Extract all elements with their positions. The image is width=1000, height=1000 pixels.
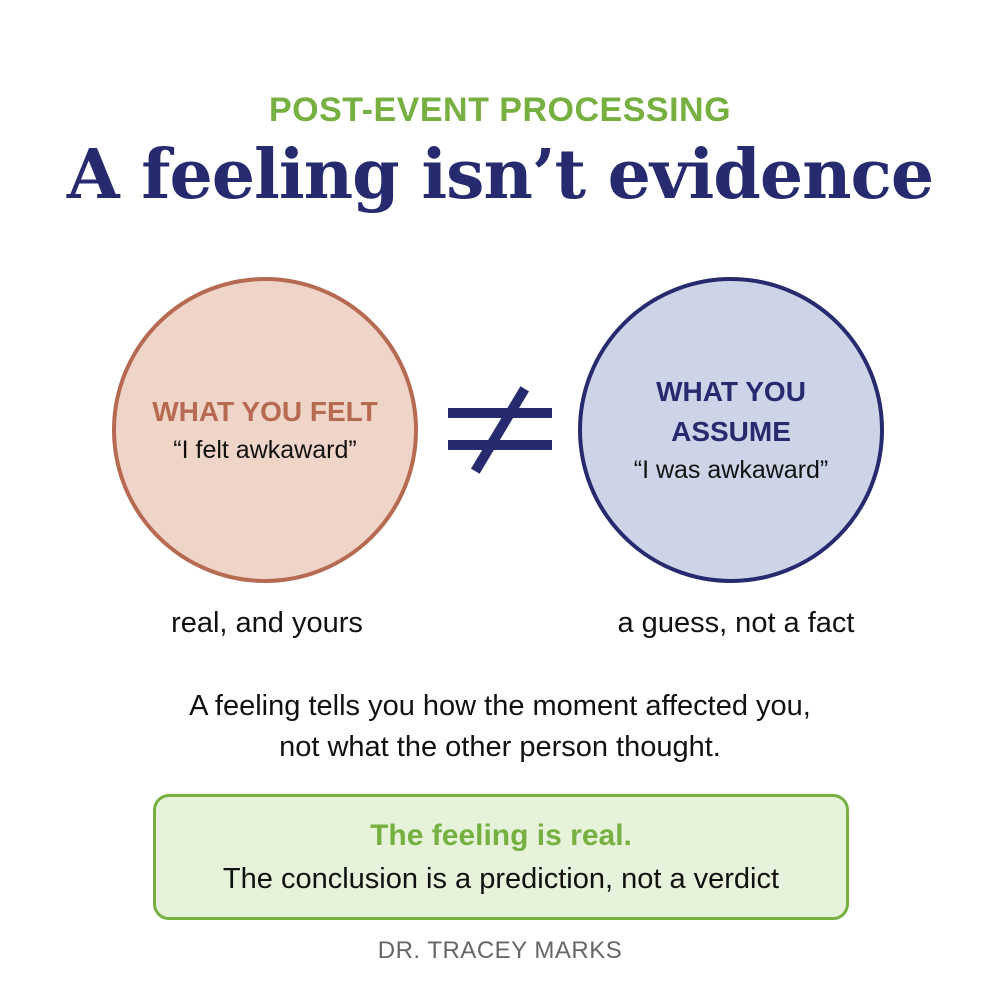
explanation-line-2: not what the other person thought. bbox=[279, 731, 721, 763]
what-you-assume-quote: “I was awkaward” bbox=[633, 456, 829, 484]
author-credit: DR. TRACEY MARKS bbox=[377, 937, 623, 964]
not-equal-bottom-bar bbox=[448, 440, 552, 450]
what-you-felt-circle: WHAT YOU FELT “I felt awkaward” bbox=[112, 277, 418, 583]
what-you-felt-quote: “I felt awkaward” bbox=[173, 436, 357, 464]
eyebrow-label: POST-EVENT PROCESSING bbox=[268, 91, 732, 129]
what-you-felt-heading: WHAT YOU FELT bbox=[152, 396, 378, 427]
what-you-assume-heading: WHAT YOU ASSUME bbox=[656, 376, 806, 447]
callout-heading: The feeling is real. bbox=[370, 819, 632, 852]
explanation-text: A feeling tells you how the moment affec… bbox=[0, 686, 1000, 768]
explanation-line-1: A feeling tells you how the moment affec… bbox=[189, 690, 811, 722]
callout-text: The conclusion is a prediction, not a ve… bbox=[222, 863, 780, 895]
not-equal-icon bbox=[444, 386, 556, 488]
what-you-assume-circle: WHAT YOU ASSUME “I was awkaward” bbox=[578, 277, 884, 583]
felt-caption: real, and yours bbox=[171, 607, 363, 639]
page-title: A feeling isn’t evidence bbox=[66, 135, 934, 215]
assume-caption: a guess, not a fact bbox=[617, 607, 855, 639]
takeaway-callout: The feeling is real. The conclusion is a… bbox=[153, 794, 849, 920]
not-equal-top-bar bbox=[448, 408, 552, 418]
not-equal-slash bbox=[470, 386, 530, 474]
